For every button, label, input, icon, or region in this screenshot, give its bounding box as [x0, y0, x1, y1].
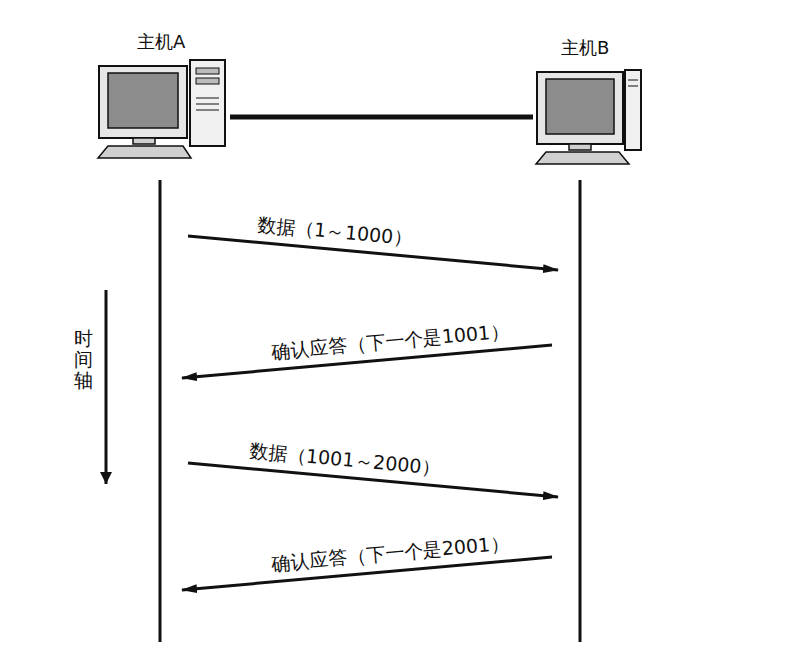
lifeline-a [159, 180, 162, 642]
host-computer: 主机B [533, 36, 645, 168]
message-label: 数据（1001～2000） [246, 438, 443, 480]
host-label: 主机A [95, 30, 230, 54]
message-label: 确认应答（下一个是2001） [269, 531, 513, 576]
computer-icon [95, 58, 230, 162]
computer-icon [533, 64, 645, 168]
icon-holder [95, 58, 230, 162]
icon-holder [533, 64, 645, 168]
lifeline-b [579, 180, 582, 642]
time-axis-arrow [105, 290, 108, 484]
network-cable [230, 115, 533, 120]
axis-label: 时间轴 [74, 328, 93, 391]
host-label: 主机B [533, 36, 645, 60]
message-label: 确认应答（下一个是1001） [269, 319, 513, 364]
host-computer: 主机A [95, 30, 230, 162]
